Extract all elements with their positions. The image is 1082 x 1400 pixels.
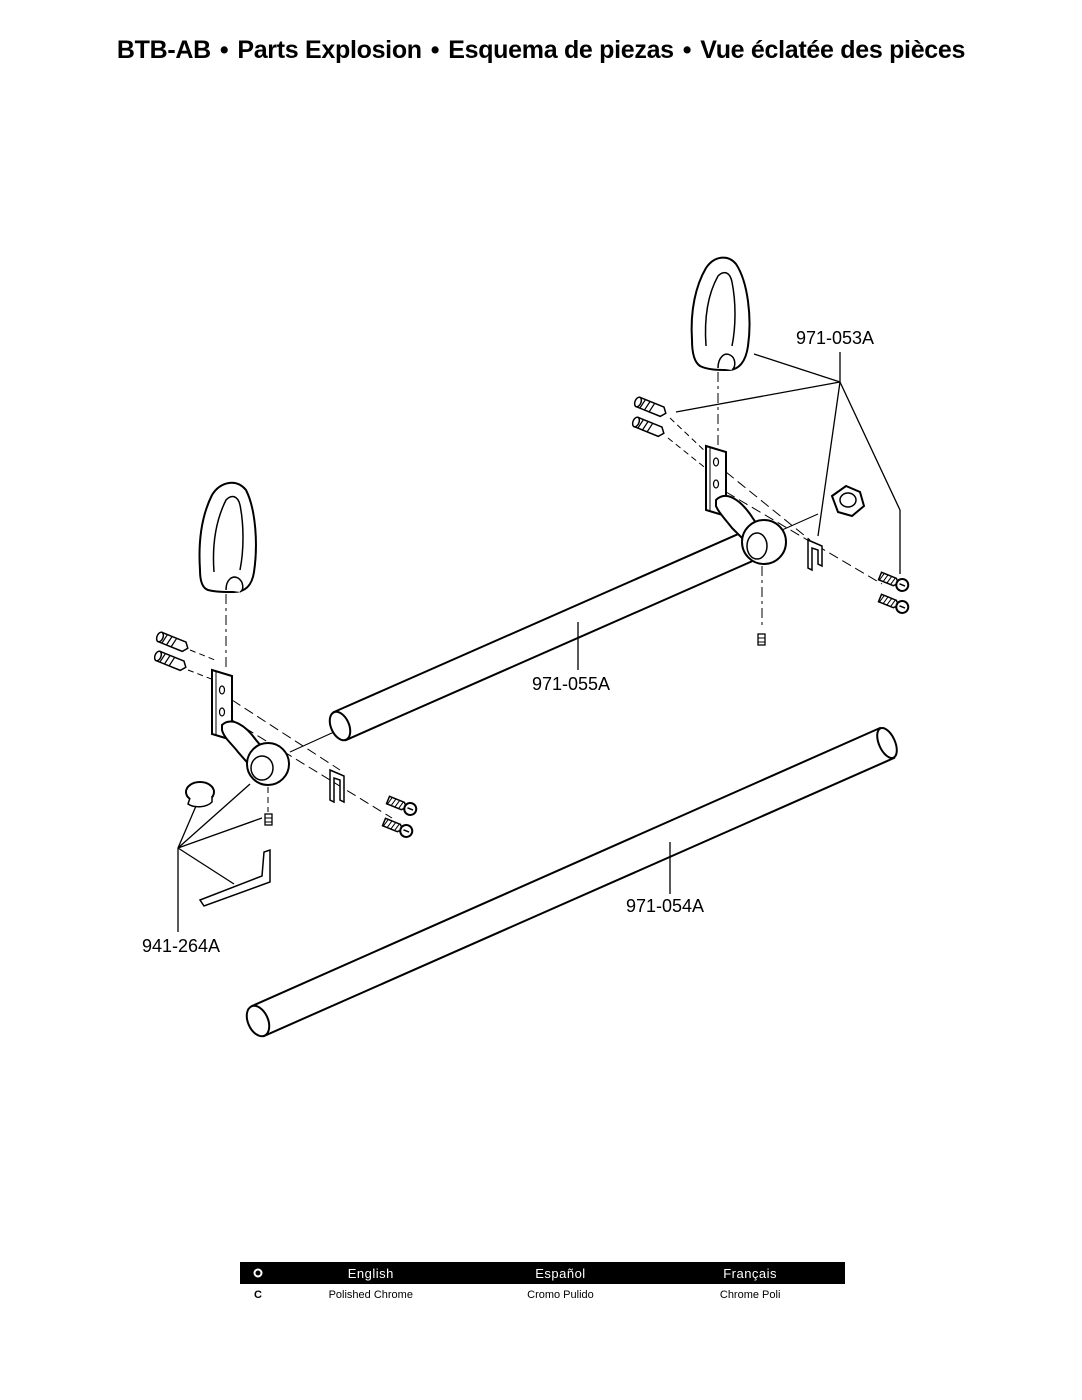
left-ball-connector (246, 742, 290, 786)
right-set-screw (757, 633, 766, 646)
finish-icon (240, 1262, 276, 1284)
table-row: C Polished Chrome Cromo Pulido Chrome Po… (240, 1284, 845, 1306)
left-mounting-screws (380, 793, 420, 840)
finish-french: Chrome Poli (719, 1289, 781, 1301)
right-mounting-screws (876, 569, 912, 616)
title-english: Parts Explosion (237, 36, 422, 64)
finish-spanish: Cromo Pulido (527, 1289, 594, 1301)
finish-code: C (253, 1289, 262, 1301)
left-set-screw (264, 813, 273, 826)
finish-table-header: English Español Français (240, 1262, 845, 1284)
left-end-cap (198, 481, 257, 594)
upper-towel-bar (289, 526, 766, 753)
callout-bracket-set (675, 352, 901, 574)
label-bracket-set: 971-053A (796, 328, 874, 348)
hex-key (198, 848, 271, 907)
column-header-english: English (275, 1262, 466, 1284)
label-lower-bar: 971-054A (626, 896, 704, 916)
finish-table: English Español Français C Polished Chro… (240, 1262, 845, 1306)
title-spanish: Esquema de piezas (448, 36, 674, 64)
lower-towel-bar (245, 726, 898, 1038)
label-upper-bar: 971-055A (532, 674, 610, 694)
title-separator: • (219, 36, 229, 64)
right-ball-connector (741, 519, 787, 565)
end-plug (185, 781, 215, 808)
column-header-french: Français (655, 1262, 845, 1284)
right-retaining-clip (807, 538, 823, 572)
right-wall-anchor (630, 395, 669, 439)
model-number: BTB-AB (116, 36, 211, 64)
parts-explosion-diagram: 971-053A 971-055A 971-054A 941-264A (142, 256, 912, 1038)
finish-english: Polished Chrome (328, 1289, 413, 1301)
title-french: Vue éclatée des pièces (700, 36, 966, 64)
column-header-spanish: Español (465, 1262, 656, 1284)
label-hardware-kit: 941-264A (142, 936, 220, 956)
callout-hardware-kit (177, 783, 263, 932)
right-end-cap (690, 256, 751, 372)
page-title: BTB-AB • Parts Explosion • Esquema de piezas… (0, 36, 1082, 65)
left-retaining-clip (329, 768, 345, 804)
left-wall-anchor (152, 630, 191, 673)
title-separator: • (682, 36, 692, 64)
title-separator: • (430, 36, 440, 64)
end-nut (830, 484, 866, 518)
